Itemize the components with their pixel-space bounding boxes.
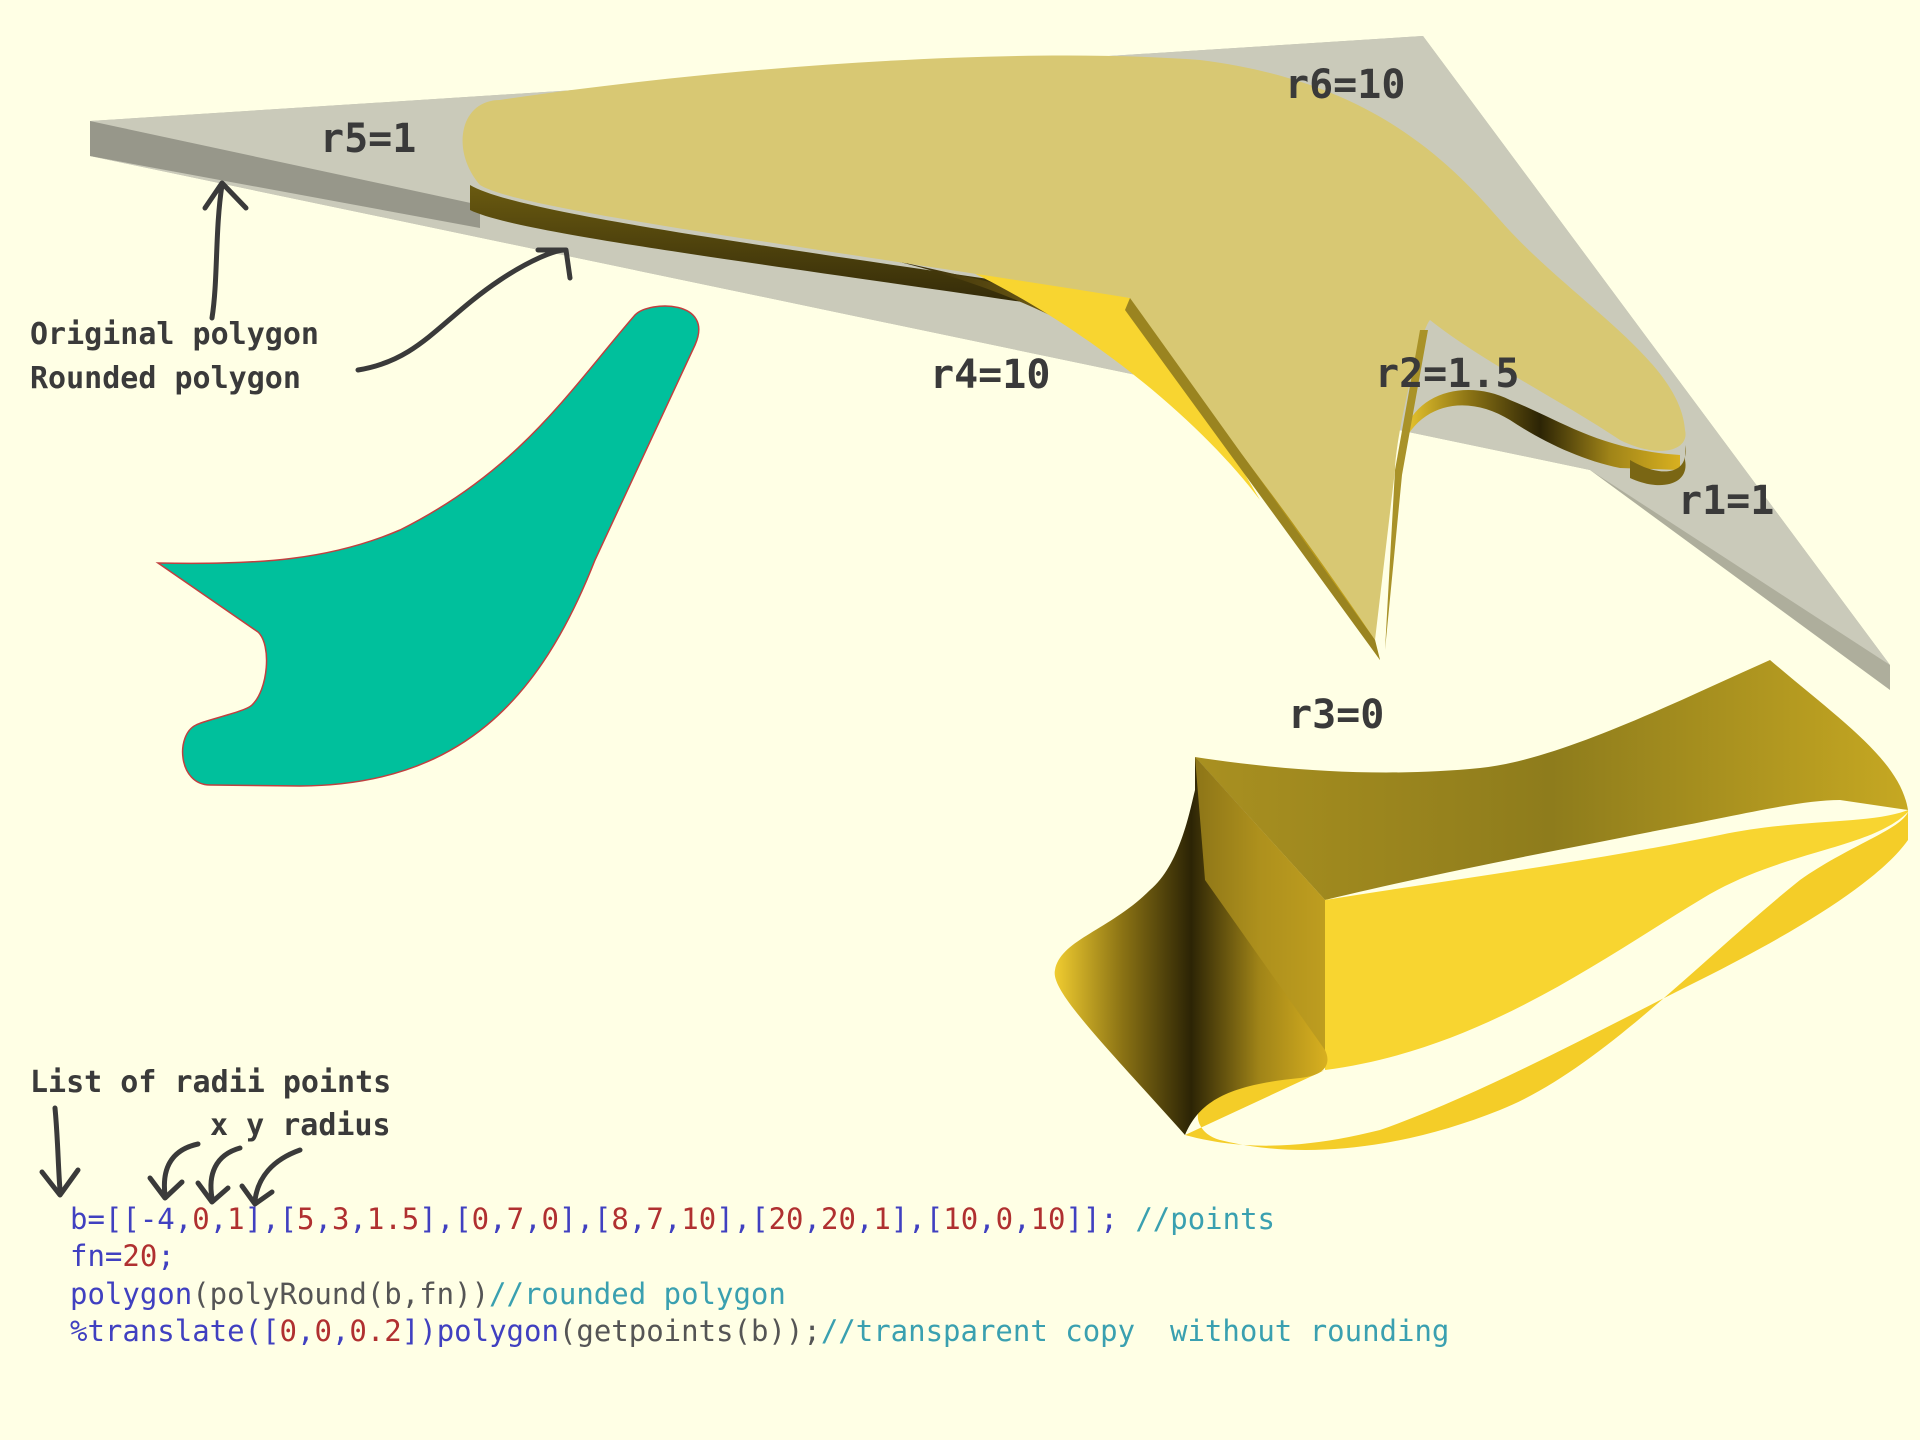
code-token: ],[ — [419, 1202, 471, 1236]
label-x-y-radius: x y radius — [210, 1108, 391, 1143]
code-token: , — [1013, 1202, 1030, 1236]
code-token: 8 — [611, 1202, 628, 1236]
arrowhead-y — [195, 1180, 231, 1205]
code-line-fn: fn=20; — [70, 1239, 175, 1273]
label-r5: r5=1 — [320, 116, 416, 162]
label-original-polygon: Original polygon — [30, 317, 319, 352]
arrowhead-rounded — [535, 247, 573, 281]
code-line-translate: %translate([0,0,0.2])polygon(getpoints(b… — [70, 1314, 1449, 1348]
code-token: , — [804, 1202, 821, 1236]
code-token: 3 — [332, 1202, 349, 1236]
code-token: 1 — [873, 1202, 890, 1236]
code-token: 0 — [280, 1314, 297, 1348]
code-token: , — [856, 1202, 873, 1236]
code-token: (polyRound(b,fn)) — [192, 1277, 489, 1311]
code-token: , — [489, 1202, 506, 1236]
label-list-of-radii: List of radii points — [30, 1065, 391, 1100]
label-r3: r3=0 — [1288, 692, 1384, 738]
code-token: 20 — [769, 1202, 804, 1236]
code-token: 10 — [943, 1202, 978, 1236]
code-token: 0.2 — [349, 1314, 401, 1348]
label-rounded-polygon: Rounded polygon — [30, 361, 301, 396]
arrow-original — [209, 182, 225, 321]
code-token: 0 — [472, 1202, 489, 1236]
rounded-polygon-3d — [462, 55, 1686, 660]
arrows — [39, 180, 573, 1207]
code-token: ]) — [402, 1314, 437, 1348]
extruded-rounded-polygon — [1054, 660, 1908, 1150]
code-token: 0 — [542, 1202, 559, 1236]
code-token: (getpoints(b)); — [559, 1314, 821, 1348]
code-token: 1 — [227, 1202, 244, 1236]
arrowhead-radius — [239, 1183, 275, 1207]
code-block: b=[[-4,0,1],[5,3,1.5],[0,7,0],[8,7,10],[… — [70, 1202, 1449, 1348]
label-r6: r6=10 — [1285, 62, 1405, 108]
arrowhead-original — [202, 180, 249, 211]
code-token: , — [349, 1202, 366, 1236]
code-token: ],[ — [891, 1202, 943, 1236]
code-token: , — [332, 1314, 349, 1348]
arrow-rounded — [355, 247, 568, 373]
arrow-radius — [252, 1147, 303, 1203]
code-token: polygon — [70, 1277, 192, 1311]
code-token: , — [314, 1202, 331, 1236]
code-token: 20 — [821, 1202, 856, 1236]
code-token: , — [664, 1202, 681, 1236]
code-token: , — [210, 1202, 227, 1236]
code-token: 7 — [646, 1202, 663, 1236]
code-token: , — [629, 1202, 646, 1236]
teal-rounded-polygon — [155, 305, 700, 787]
arrowhead-x — [147, 1175, 185, 1201]
code-token: ],[ — [716, 1202, 768, 1236]
code-token: ; — [157, 1239, 174, 1273]
code-token: 0 — [192, 1202, 209, 1236]
code-token: ],[ — [245, 1202, 297, 1236]
arrow-y — [208, 1145, 243, 1201]
code-token: 20 — [122, 1239, 157, 1273]
code-token: , — [978, 1202, 995, 1236]
code-token: ],[ — [559, 1202, 611, 1236]
code-token: polygon — [437, 1314, 559, 1348]
code-token: ]]; — [1065, 1202, 1135, 1236]
code-token: 7 — [507, 1202, 524, 1236]
label-r4: r4=10 — [930, 352, 1050, 398]
code-token: , — [524, 1202, 541, 1236]
arrow-x — [161, 1141, 201, 1198]
code-token: 0 — [314, 1314, 331, 1348]
label-r2: r2=1.5 — [1375, 351, 1520, 397]
code-token: b=[[-4, — [70, 1202, 192, 1236]
code-token: %translate([ — [70, 1314, 280, 1348]
label-r1: r1=1 — [1678, 478, 1774, 524]
code-token: 5 — [297, 1202, 314, 1236]
arrowhead-list — [39, 1167, 81, 1198]
code-line-polygon: polygon(polyRound(b,fn))//rounded polygo… — [70, 1277, 786, 1311]
code-token: 10 — [681, 1202, 716, 1236]
code-token: 1.5 — [367, 1202, 419, 1236]
code-line-points: b=[[-4,0,1],[5,3,1.5],[0,7,0],[8,7,10],[… — [70, 1202, 1275, 1236]
code-token: 0 — [996, 1202, 1013, 1236]
arrow-list — [52, 1105, 63, 1193]
code-token: 10 — [1031, 1202, 1066, 1236]
code-token: //rounded polygon — [489, 1277, 786, 1311]
code-token: //transparent copy without rounding — [821, 1314, 1450, 1348]
code-token: fn= — [70, 1239, 122, 1273]
code-token: , — [297, 1314, 314, 1348]
code-token: //points — [1135, 1202, 1275, 1236]
